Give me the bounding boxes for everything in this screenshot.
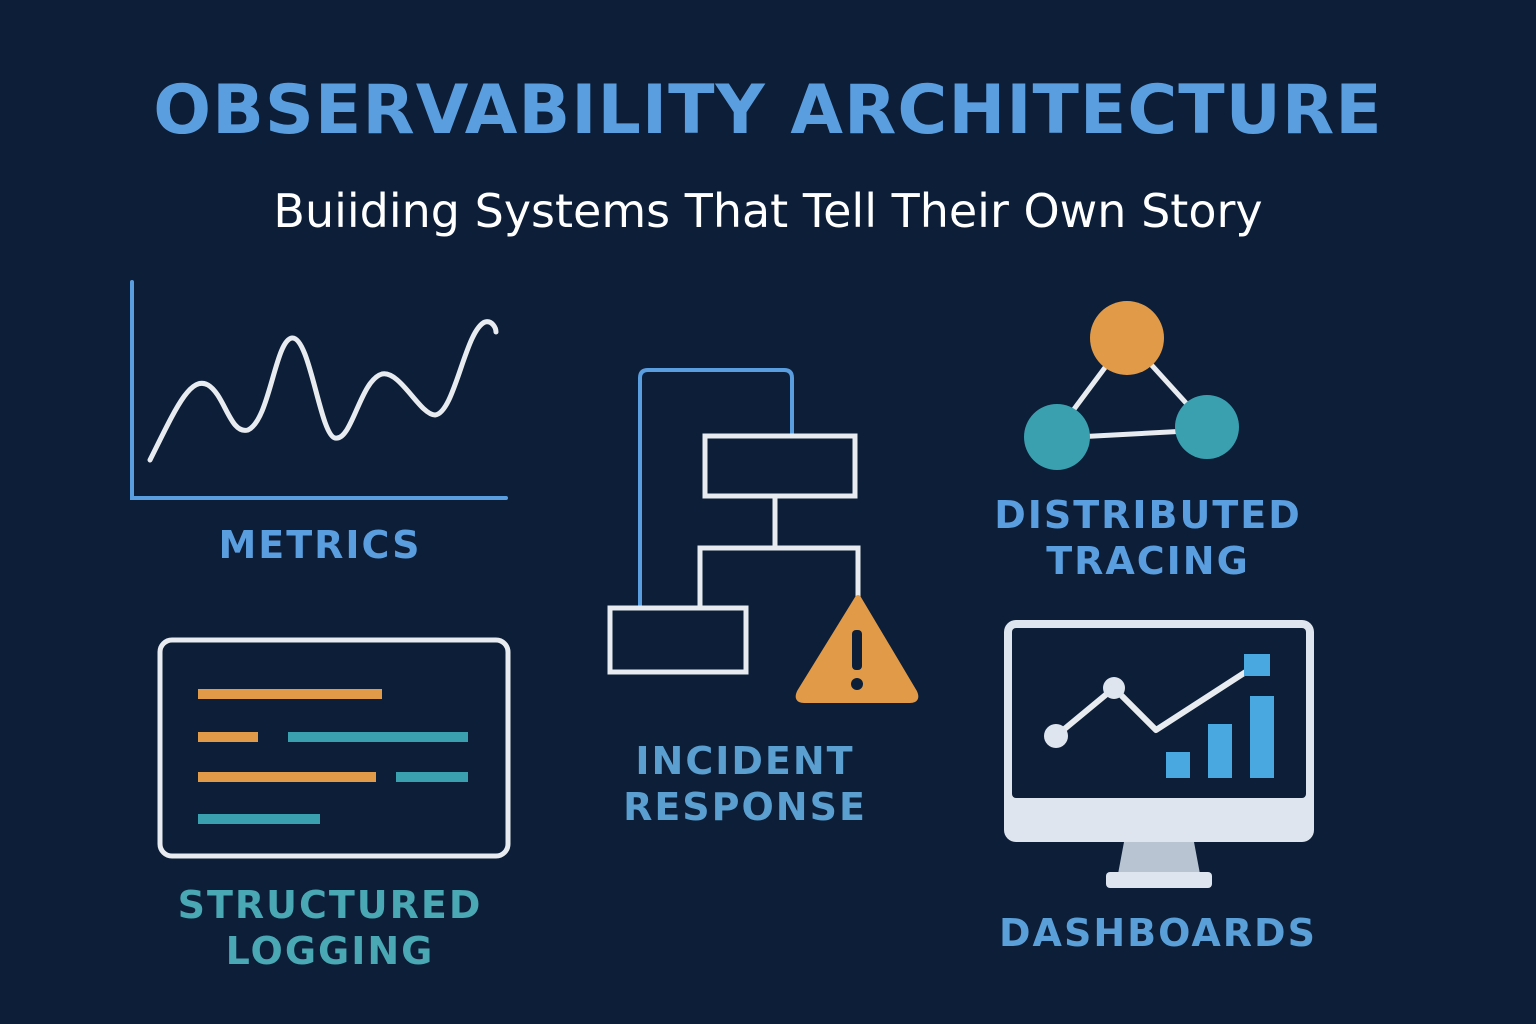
line-chart-icon xyxy=(130,280,508,500)
log-window-icon xyxy=(157,637,511,859)
page-subtitle: Buiiding Systems That Tell Their Own Sto… xyxy=(273,184,1263,238)
distributed-tracing-label: DISTRIBUTED TRACING xyxy=(994,493,1302,583)
incident-response-label: INCIDENT RESPONSE xyxy=(623,739,867,829)
page-title: OBSERVABILITY ARCHITECTURE xyxy=(153,71,1383,150)
trace-graph-icon xyxy=(1024,301,1239,470)
flowchart-alert-icon xyxy=(607,368,919,703)
dashboards-label: DASHBOARDS xyxy=(999,911,1317,955)
metrics-label: METRICS xyxy=(218,523,422,567)
monitor-dashboard-icon xyxy=(1004,620,1314,888)
structured-logging-label: STRUCTURED LOGGING xyxy=(177,883,483,973)
